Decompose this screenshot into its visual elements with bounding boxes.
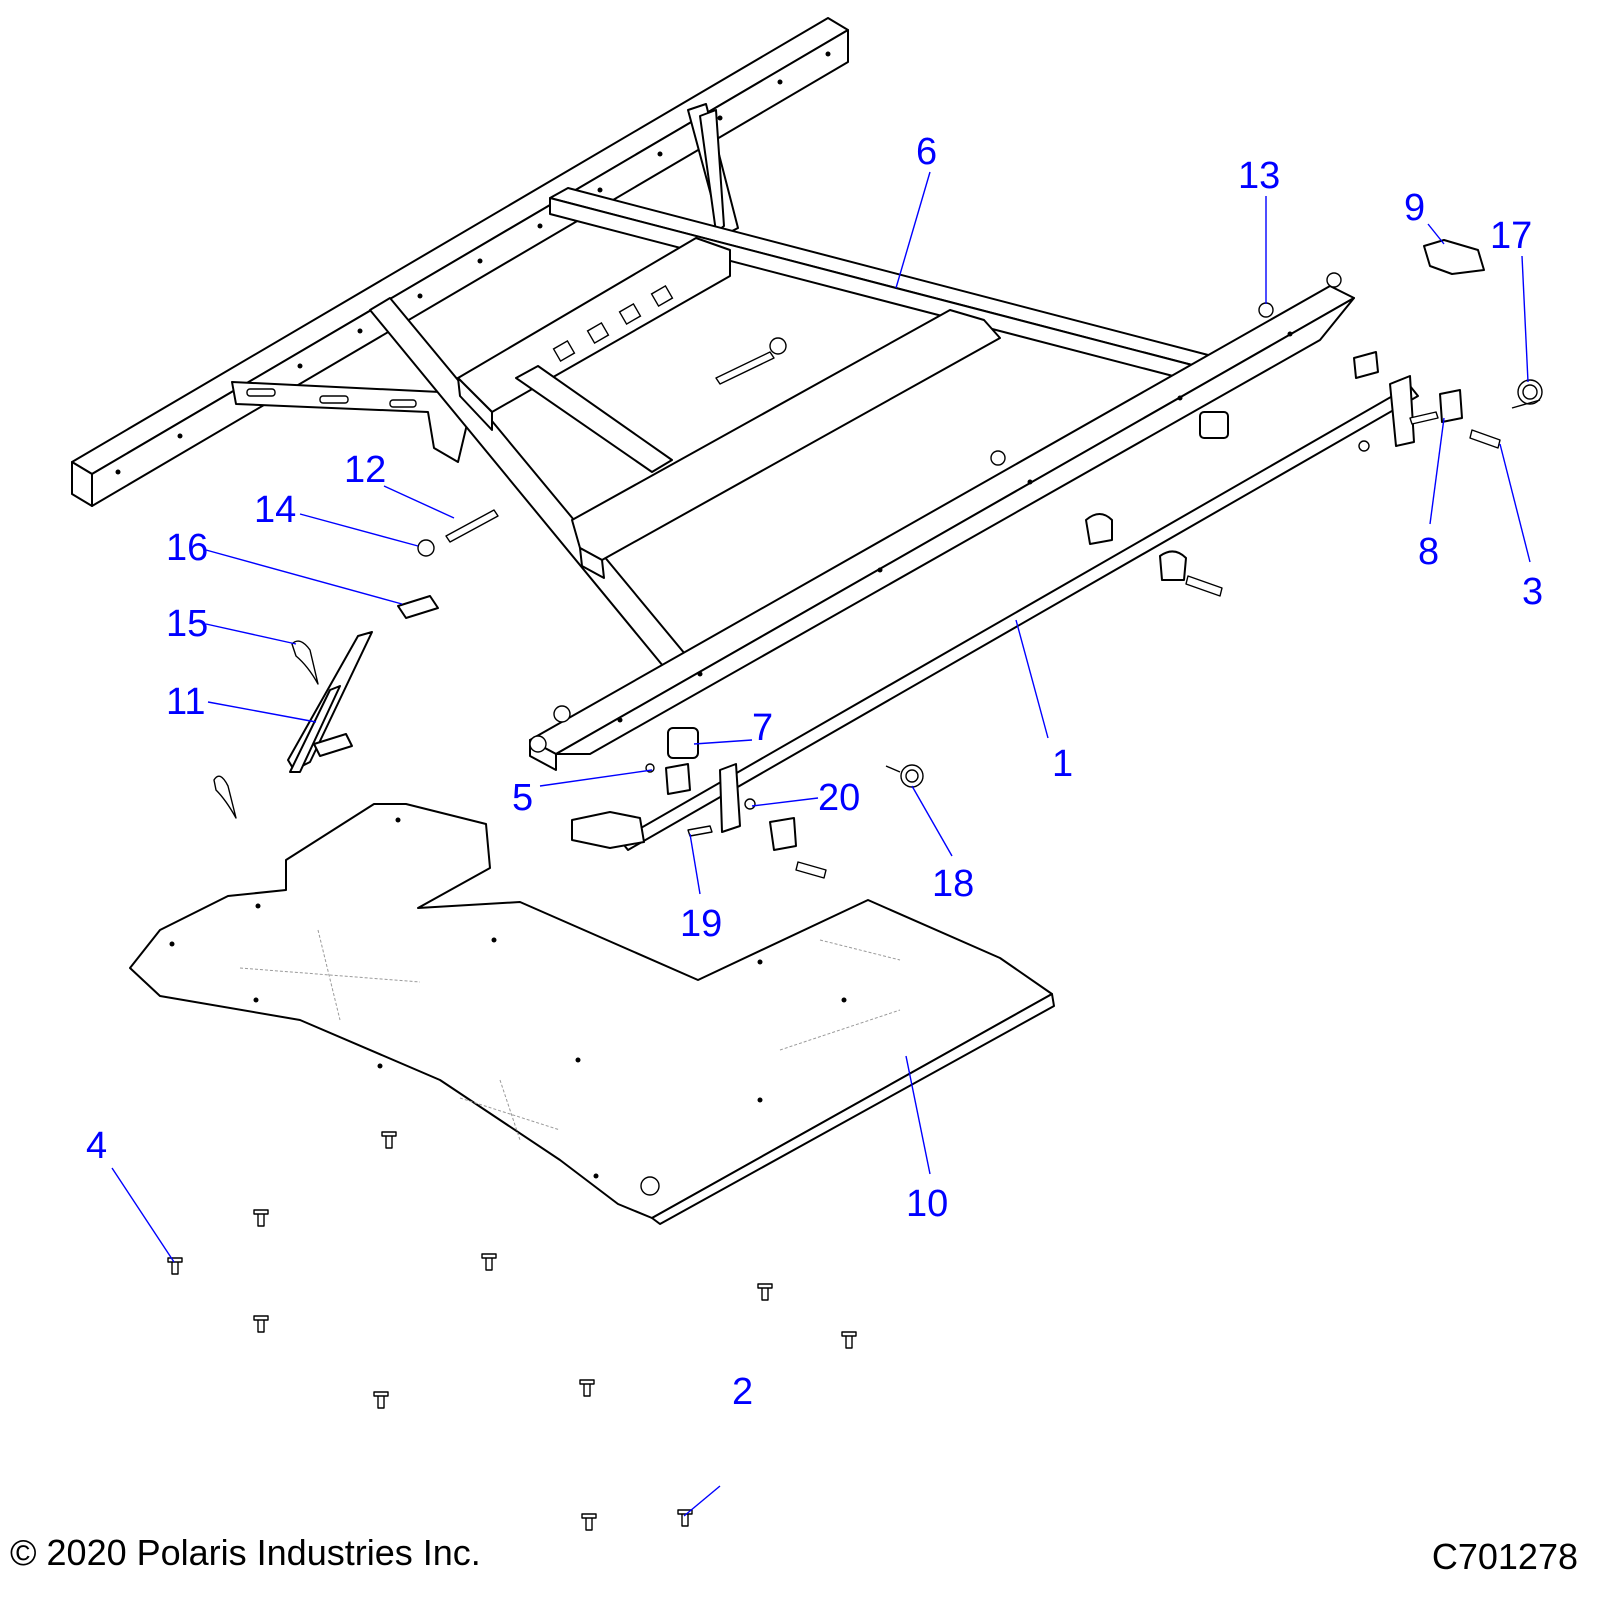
callout-15: 15 [166,603,208,645]
slotted-bracket [457,237,731,431]
callout-12: 12 [344,449,386,491]
latch-shaft [571,239,1485,851]
callout-4: 4 [86,1125,107,1167]
callout-17: 17 [1490,215,1532,257]
gas-strut-and-pins [213,595,439,819]
callout-11: 11 [166,681,205,723]
rivets [167,1131,857,1531]
small-hardware [417,302,1501,879]
callout-20: 20 [818,777,860,819]
callout-18: 18 [932,863,974,905]
callout-2: 2 [732,1371,753,1413]
callout-9: 9 [1404,187,1425,229]
callout-10: 10 [906,1183,948,1225]
lower-side-rail [529,272,1355,771]
callout-5: 5 [512,777,533,819]
torsion-springs [885,379,1543,788]
copyright-notice: © 2020 Polaris Industries Inc. [10,1532,481,1573]
callout-6: 6 [916,131,937,173]
callout-8: 8 [1418,531,1439,573]
callout-leaders [111,171,1531,1517]
drawing-number: C701278 [1431,1536,1578,1577]
callout-13: 13 [1238,155,1280,197]
rail-bracket-upright [687,103,739,237]
callout-3: 3 [1522,571,1543,613]
callout-1: 1 [1052,743,1073,785]
callout-19: 19 [680,903,722,945]
callout-labels: 1 2 3 4 5 6 7 8 9 10 11 12 13 14 15 16 1… [86,131,1543,1413]
inner-curved-member [515,309,1001,579]
callout-7: 7 [752,707,773,749]
callout-14: 14 [254,489,296,531]
callout-16: 16 [166,527,208,569]
skid-plate [129,803,1055,1225]
